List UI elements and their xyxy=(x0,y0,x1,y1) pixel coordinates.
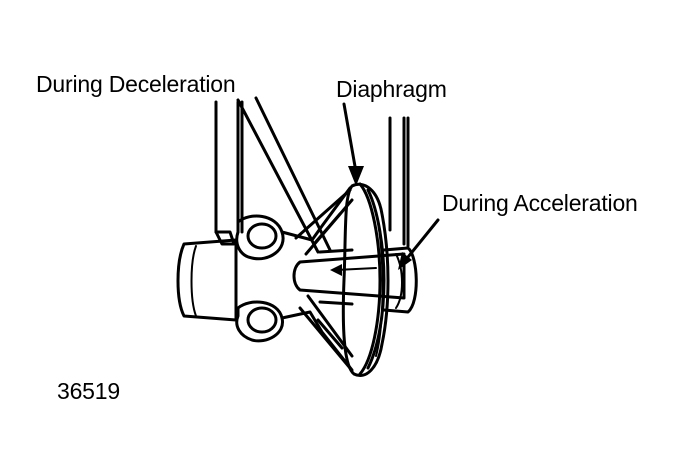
diaphragm-arrowhead xyxy=(348,166,364,186)
acceleration-arrowhead xyxy=(398,252,412,270)
deceleration-leader-2 xyxy=(254,96,332,252)
deceleration-flow-arrowhead xyxy=(330,264,342,276)
diaphragm-leader xyxy=(342,102,358,174)
valve-body xyxy=(176,238,238,322)
right-hoses xyxy=(388,116,410,248)
right-cap xyxy=(382,246,418,314)
diaphragm-disc xyxy=(341,182,390,377)
during-acceleration-label: During Acceleration xyxy=(442,190,638,216)
deceleration-flow-arrow xyxy=(335,267,377,271)
figure-number: 36519 xyxy=(57,378,120,404)
during-deceleration-label: During Deceleration xyxy=(36,71,236,97)
cone-housing xyxy=(294,188,354,370)
callout-arrows xyxy=(236,96,440,276)
left-hoses xyxy=(214,100,244,246)
lower-mounting-lug xyxy=(235,300,354,372)
diaphragm-label: Diaphragm xyxy=(336,76,447,102)
acceleration-leader xyxy=(402,218,440,264)
deceleration-leader-1 xyxy=(236,98,320,254)
